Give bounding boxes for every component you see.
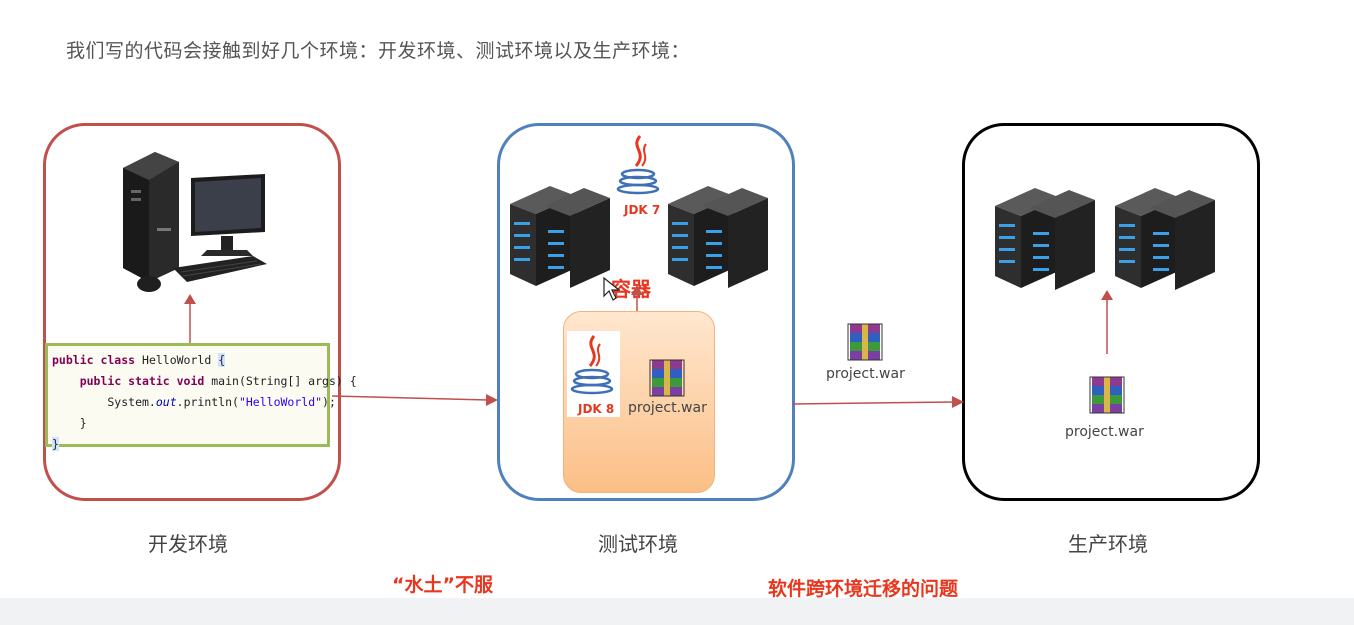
code-line: } <box>52 437 59 451</box>
war-archive-icon <box>847 323 883 361</box>
war-to-server-arrow <box>1101 290 1113 354</box>
war-archive-icon <box>649 359 685 397</box>
server-rack-icon <box>995 188 1095 290</box>
dev-environment-caption: 开发环境 <box>148 532 228 556</box>
war-archive-icon <box>1089 376 1125 414</box>
code-to-computer-arrow <box>184 294 196 344</box>
container-up-arrow <box>631 285 643 314</box>
desktop-computer-icon <box>123 152 267 292</box>
soil-incompatibility-label: “水土”不服 <box>392 574 493 596</box>
page-title: 我们写的代码会接触到好几个环境：开发环境、测试环境以及生产环境： <box>66 40 691 62</box>
java-logo-icon <box>616 135 660 195</box>
server-rack-icon <box>510 186 610 288</box>
war-file-label: project.war <box>1065 424 1144 440</box>
code-line: public static void main(String[] args) { <box>79 374 357 388</box>
server-rack-icon <box>668 186 768 288</box>
code-line: public class HelloWorld { <box>52 353 226 367</box>
java-logo-icon <box>570 335 614 395</box>
prod-environment-caption: 生产环境 <box>1068 532 1148 556</box>
jdk8-label: JDK 8 <box>578 402 615 416</box>
jdk7-label: JDK 7 <box>624 203 661 217</box>
code-snippet: public class HelloWorld { public static … <box>45 343 357 451</box>
dev-to-test-arrow <box>331 394 498 406</box>
bottom-strip <box>0 598 1354 625</box>
prod-environment-box <box>962 123 1260 501</box>
migration-problem-label: 软件跨环境迁移的问题 <box>768 578 959 600</box>
test-to-prod-arrow <box>791 396 964 408</box>
code-line: System.out.println("HelloWorld"); <box>52 395 336 409</box>
war-file-label: project.war <box>826 366 905 382</box>
mouse-cursor-icon <box>603 276 620 301</box>
server-rack-icon <box>1115 188 1215 290</box>
code-line: } <box>52 416 87 430</box>
war-file-label: project.war <box>628 400 707 416</box>
test-environment-caption: 测试环境 <box>598 532 678 556</box>
